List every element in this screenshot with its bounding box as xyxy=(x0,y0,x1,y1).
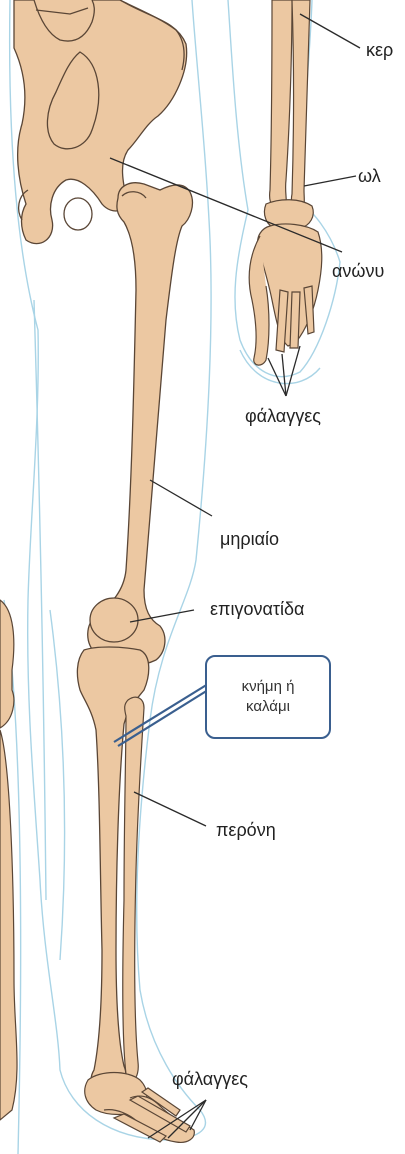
tibia-callout: κνήμη ή καλάμι xyxy=(205,655,331,739)
label-fibula: περόνη xyxy=(216,821,276,839)
label-patella: επιγονατίδα xyxy=(210,600,304,618)
leader-lines xyxy=(110,14,360,1138)
label-ulna: ωλ xyxy=(358,167,381,185)
left-edge-bones xyxy=(0,600,17,1120)
label-hand-phalanges: φάλαγγες xyxy=(245,407,321,425)
fibula-bone xyxy=(123,697,144,1080)
label-femur: μηριαίο xyxy=(220,530,279,548)
femur-bone xyxy=(88,183,193,665)
arm-bones xyxy=(249,0,322,365)
patella-bone xyxy=(90,598,138,642)
label-foot-phalanges: φάλαγγες xyxy=(172,1070,248,1088)
label-radius: κερ xyxy=(366,41,393,59)
callout-line2: καλάμι xyxy=(246,697,290,717)
callout-line1: κνήμη ή xyxy=(242,677,295,697)
label-innominate: ανώνυ xyxy=(332,262,384,280)
